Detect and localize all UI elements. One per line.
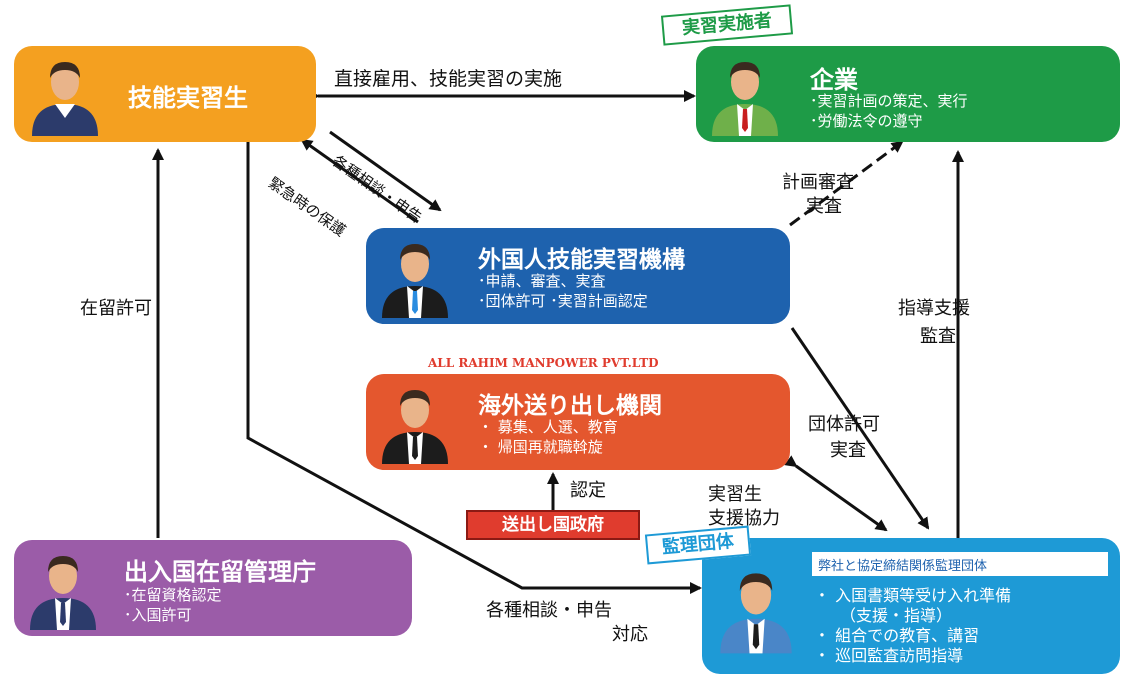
otit-box: 外国人技能実習機構 ･申請、審査、実査 ･団体許可 ･実習計画認定: [366, 228, 790, 324]
otit-title: 外国人技能実習機構: [478, 247, 685, 273]
supervising-item: ・ 巡回監査訪問指導: [814, 646, 964, 665]
government-title: 送出し国政府: [502, 515, 604, 535]
immigration-title: 出入国在留管理庁: [124, 558, 316, 586]
label-direct-employment: 直接雇用、技能実習の実施: [334, 68, 563, 90]
company-item: ･実習計画の策定、実行: [810, 92, 968, 110]
agency-item: ・ 帰国再就職斡旋: [478, 438, 603, 456]
immigration-item: ･入国許可: [124, 606, 192, 624]
agency-box: 海外送り出し機関 ・ 募集、人選、教育 ・ 帰国再就職斡旋: [366, 374, 790, 470]
company-box: 企業 ･実習計画の策定、実行 ･労働法令の遵守: [696, 46, 1120, 142]
otit-item: ･申請、審査、実査: [478, 272, 606, 290]
label-consult-response-2: 対応: [612, 624, 648, 645]
government-box: 送出し国政府: [466, 510, 640, 540]
supervising-header: 弊社と協定締結関係監理団体: [812, 552, 1108, 576]
company-item: ･労働法令の遵守: [810, 112, 923, 130]
supervising-box: 弊社と協定締結関係監理団体 ・ 入国書類等受け入れ準備 （支援・指導） ・ 組合…: [702, 538, 1120, 674]
agency-avatar-icon: [382, 390, 448, 464]
otit-item: ･団体許可 ･実習計画認定: [478, 292, 648, 310]
label-residence-permit: 在留許可: [80, 298, 152, 319]
label-guidance-1: 指導支援: [898, 298, 970, 319]
immigration-item: ･在留資格認定: [124, 586, 222, 604]
company-tag-label: 実習実施者: [681, 10, 773, 39]
trainee-title: 技能実習生: [128, 84, 248, 112]
label-trainee-support-2: 支援協力: [708, 508, 780, 529]
label-guidance-2: 監査: [920, 326, 956, 347]
arrow-otit-supervising: [790, 327, 930, 530]
supervising-item: ・ 入国書類等受け入れ準備: [814, 586, 1012, 605]
supervising-tag-label: 監理団体: [661, 530, 735, 559]
trainee-avatar-icon: [32, 62, 98, 136]
label-plan-review-2: 実査: [806, 196, 842, 217]
label-consult-response-1: 各種相談・申告: [486, 600, 612, 621]
supervising-header-label: 弊社と協定締結関係監理団体: [818, 559, 988, 574]
supervising-avatar-icon: [720, 573, 792, 654]
label-certification: 認定: [570, 480, 606, 501]
arrow-otit-company: [789, 140, 904, 227]
trainee-box: 技能実習生: [14, 46, 316, 142]
label-plan-review-1: 計画審査: [782, 172, 854, 193]
supervising-item: ・ 組合での教育、講習: [814, 626, 980, 645]
arrow-agency-supervising: [784, 455, 888, 532]
label-group-permit-1: 団体許可: [808, 414, 880, 435]
label-trainee-support-1: 実習生: [708, 484, 762, 505]
company-avatar-icon: [712, 62, 778, 136]
otit-avatar-icon: [382, 244, 448, 318]
immigration-box: 出入国在留管理庁 ･在留資格認定 ･入国許可: [14, 540, 412, 636]
agency-title: 海外送り出し機関: [478, 393, 662, 419]
agency-item: ・ 募集、人選、教育: [478, 418, 618, 436]
arrow-trainee-supervising: [242, 132, 702, 594]
immigration-avatar-icon: [30, 556, 96, 630]
company-title: 企業: [810, 66, 858, 94]
supervising-item: （支援・指導）: [840, 606, 953, 625]
agency-company-name: ALL RAHIM MANPOWER PVT.LTD: [428, 356, 659, 370]
label-group-permit-2: 実査: [830, 440, 866, 461]
